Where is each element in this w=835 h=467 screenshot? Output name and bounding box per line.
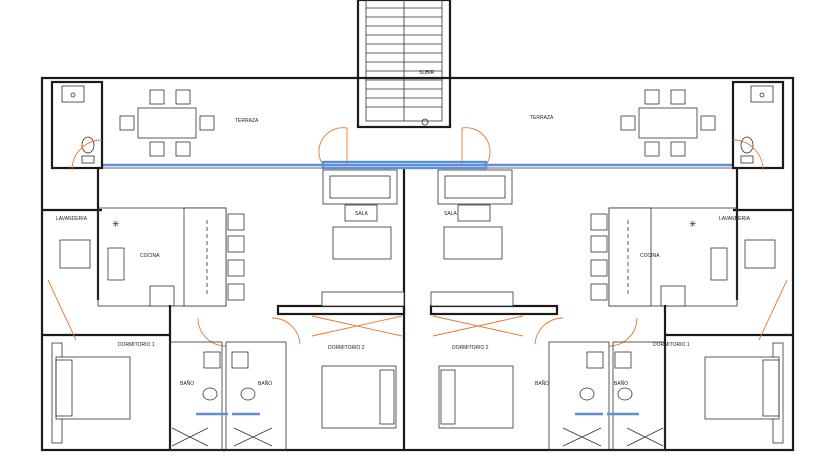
washer-icon bbox=[59, 239, 91, 269]
lavanderia-label-left: LAVANDERIA bbox=[56, 216, 88, 222]
stove-icon bbox=[149, 285, 175, 307]
dormitorio2-label-right: DORMITORIO 2 bbox=[452, 345, 489, 351]
sofa-icon bbox=[322, 169, 398, 205]
dormitorio1-label-left: DORMITORIO 1 bbox=[118, 342, 155, 348]
asterisk-icon: ✳ bbox=[112, 219, 120, 229]
fridge-icon bbox=[107, 247, 125, 281]
asterisk-icon: ✳ bbox=[689, 219, 697, 229]
bano-label-right-a: BAÑO bbox=[535, 380, 549, 387]
lavanderia-label-right: LAVANDERIA bbox=[719, 216, 751, 222]
toilet-icon bbox=[240, 387, 256, 401]
cocina-label-right: COCINA bbox=[640, 253, 660, 259]
toilet-icon bbox=[81, 136, 95, 154]
right-unit-labels: TERRAZA LAVANDERIA ✳ COCINA SALA DORMITO… bbox=[444, 115, 751, 387]
bano-label-right-b: BAÑO bbox=[614, 380, 628, 387]
bano-label-left-a: BAÑO bbox=[180, 380, 194, 387]
sink-icon bbox=[61, 85, 85, 103]
dormitorio2-label-left: DORMITORIO 2 bbox=[328, 345, 365, 351]
sink-icon bbox=[203, 351, 221, 369]
sala-label-left: SALA bbox=[355, 211, 368, 217]
terraza-label-left: TERRAZA bbox=[235, 118, 259, 124]
dormitorio1-label-right: DORMITORIO 1 bbox=[653, 342, 690, 348]
sink-icon bbox=[231, 351, 249, 369]
right-unit bbox=[429, 80, 793, 451]
stair-label: SUBIR bbox=[419, 70, 435, 76]
bed-icon bbox=[321, 365, 397, 429]
terrace-doors bbox=[318, 127, 491, 170]
coffee-sofa bbox=[332, 226, 392, 260]
outer-walls bbox=[40, 76, 795, 452]
bano-label-left-b: BAÑO bbox=[258, 380, 272, 387]
stair-block: SUBIR bbox=[356, 0, 452, 129]
sala-label-right: SALA bbox=[444, 211, 457, 217]
left-unit: TERRAZA LAVANDERIA ✳ COCINA SALA bbox=[42, 80, 406, 451]
bed-icon bbox=[55, 356, 131, 420]
dining-table bbox=[137, 107, 197, 139]
cocina-label-left: COCINA bbox=[140, 253, 160, 259]
toilet-icon bbox=[202, 387, 218, 401]
kitchen-island bbox=[183, 207, 227, 307]
terraza-label-right: TERRAZA bbox=[530, 115, 554, 121]
